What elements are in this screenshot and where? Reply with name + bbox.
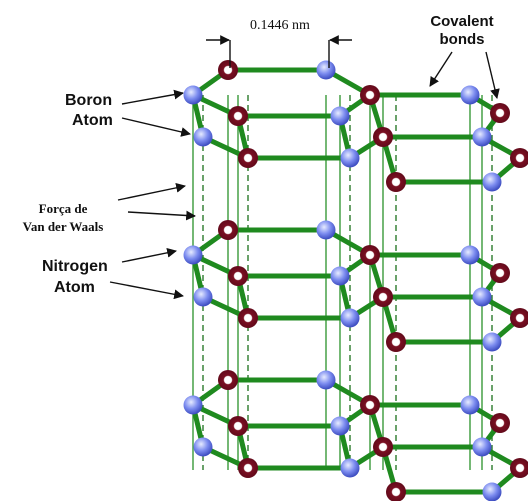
covalent-bonds-callout: Covalent bonds [429, 13, 500, 99]
boron-atom [482, 332, 502, 352]
nitrogen-atom [386, 332, 406, 352]
boron-arrow-2 [121, 117, 191, 137]
covalent-label-line2: bonds [440, 31, 485, 48]
nitrogen-atom [510, 148, 528, 168]
nitrogen-atom-callout: Nitrogen Atom [42, 247, 184, 300]
nitrogen-atom [218, 220, 238, 240]
boron-atom [330, 106, 350, 126]
boron-atom [193, 287, 213, 307]
boron-atom [472, 127, 492, 147]
boron-atom [183, 395, 203, 415]
nitrogen-atom [490, 413, 510, 433]
covalent-arrow-right [485, 51, 500, 99]
boron-label-line2: Atom [72, 112, 113, 129]
atom-layer [183, 60, 528, 501]
nitrogen-atom [386, 482, 406, 501]
boron-atom [183, 85, 203, 105]
boron-atom [183, 245, 203, 265]
boron-atom [340, 148, 360, 168]
boron-arrow-1 [121, 89, 184, 105]
nitrogen-atom [373, 287, 393, 307]
vdw-arrow-2 [127, 210, 196, 221]
nitrogen-atom [490, 103, 510, 123]
boron-label-line1: Boron [65, 92, 112, 109]
boron-atom [340, 308, 360, 328]
boron-atom [316, 60, 336, 80]
nitrogen-atom [238, 458, 258, 478]
nitrogen-atom [360, 395, 380, 415]
boron-atom [330, 266, 350, 286]
covalent-arrow-left [429, 51, 453, 87]
boron-atom [460, 85, 480, 105]
boron-atom [330, 416, 350, 436]
boron-atom [316, 370, 336, 390]
nitrogen-atom [218, 370, 238, 390]
nitrogen-atom [490, 263, 510, 283]
nitrogen-atom [373, 437, 393, 457]
nitrogen-atom [228, 266, 248, 286]
vdw-label-line2: Van der Waals [23, 219, 104, 234]
nitrogen-atom [238, 308, 258, 328]
nitrogen-arrow-2 [109, 281, 184, 300]
boron-atom [193, 127, 213, 147]
nitrogen-atom [218, 60, 238, 80]
nitrogen-atom [238, 148, 258, 168]
nitrogen-arrow-1 [121, 247, 177, 263]
nitrogen-atom [510, 308, 528, 328]
covalent-label-line1: Covalent [430, 13, 493, 30]
nitrogen-label-line2: Atom [54, 279, 95, 296]
nitrogen-atom [360, 245, 380, 265]
nitrogen-atom [510, 458, 528, 478]
boron-atom [460, 245, 480, 265]
vdw-arrow-1 [117, 183, 186, 201]
dimension-label: 0.1446 nm [250, 18, 310, 33]
dimension-marker: 0.1446 nm [206, 18, 352, 68]
nitrogen-atom [373, 127, 393, 147]
nitrogen-atom [386, 172, 406, 192]
van-der-waals-callout: Força de Van der Waals [23, 183, 196, 234]
boron-atom [316, 220, 336, 240]
boron-atom [193, 437, 213, 457]
boron-atom [472, 287, 492, 307]
vdw-label-line1: Força de [39, 201, 88, 216]
nitrogen-atom [228, 106, 248, 126]
boron-atom [460, 395, 480, 415]
boron-atom [472, 437, 492, 457]
boron-atom [482, 172, 502, 192]
nitrogen-atom [360, 85, 380, 105]
nitrogen-label-line1: Nitrogen [42, 258, 108, 275]
boron-atom-callout: Boron Atom [65, 89, 191, 137]
boron-atom [340, 458, 360, 478]
boron-atom [482, 482, 502, 501]
nitrogen-atom [228, 416, 248, 436]
